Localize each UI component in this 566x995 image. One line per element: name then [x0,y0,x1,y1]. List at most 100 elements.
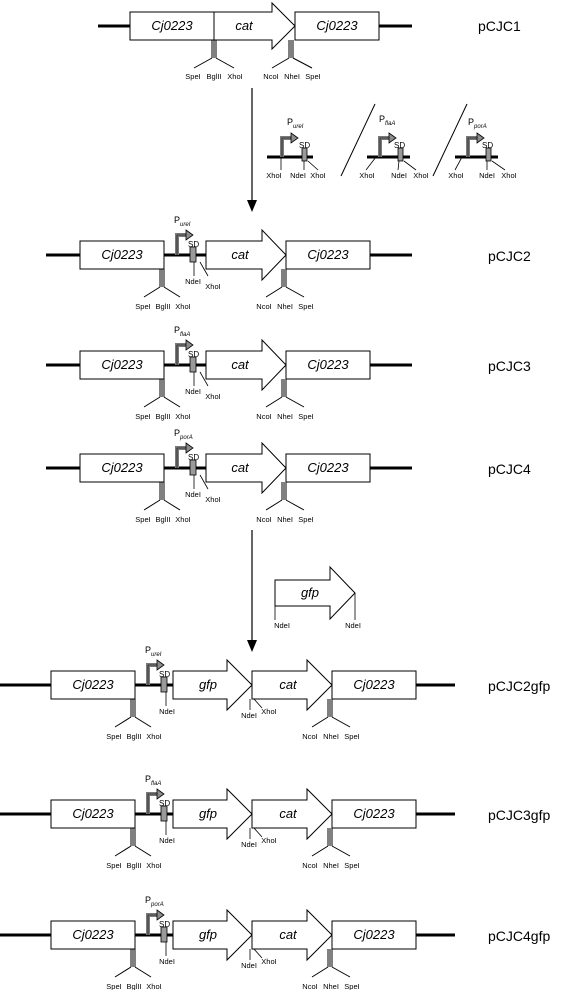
sd-label: SD [299,141,310,150]
site-label: XhoI [146,861,161,870]
promoter-insert-flaa: SD PflaA XhoI NdeI XhoI [359,114,428,180]
sd-box [301,147,308,162]
gene-label: Cj0223 [101,460,143,475]
gene-label: Cj0223 [353,806,395,821]
site-label: NheI [323,732,339,741]
site-label: NheI [277,412,293,421]
site-label: BglII [126,732,141,741]
construct-pcjc4: Cj0223 PporA SD cat Cj0223 SpeI BglII Xh… [46,428,531,524]
site-label: BglII [155,515,170,524]
process-arrowhead [247,200,257,212]
construct-pcjc2: Cj0223 PureI SD cat Cj0223 SpeI BglII Xh… [46,215,531,311]
sd-label: SD [159,920,170,929]
sd-label: SD [159,799,170,808]
promoter-insert-urei: SD PureI XhoI NdeI XhoI [266,117,325,180]
sd-label: SD [482,141,493,150]
promoter-label: PflaA [174,325,190,338]
site-label: SpeI [298,515,313,524]
gene-label: Cj0223 [353,927,395,942]
gene-label: Cj0223 [72,927,114,942]
site-label: XhoI [359,171,374,180]
gene-label: cat [279,677,298,692]
site-label: SpeI [106,982,121,990]
site-label: NdeI [274,621,290,630]
site-label: NheI [323,861,339,870]
gene-label: Cj0223 [307,247,349,262]
site-label: XhoI [227,72,242,81]
site-label: BglII [126,861,141,870]
plasmid-label: pCJC4 [488,461,531,477]
separator-slash [340,103,376,177]
site-label: NdeI [185,277,201,286]
sd-label: SD [188,453,199,462]
gene-label: Cj0223 [307,460,349,475]
gene-label: gfp [199,806,217,821]
promoter-label: PflaA [379,114,395,127]
site-label: SpeI [305,72,320,81]
site-label: SpeI [185,72,200,81]
site-label: NdeI [159,707,175,716]
site-label: BglII [206,72,221,81]
gene-label: Cj0223 [72,806,114,821]
site-label: NdeI [185,490,201,499]
sd-label: SD [188,240,199,249]
gfp-arrow [274,565,356,621]
gene-label: Cj0223 [307,357,349,372]
site-label: NdeI [241,961,257,970]
site-label: NcoI [302,982,317,990]
gene-label: cat [279,927,298,942]
gene-label: Cj0223 [101,247,143,262]
site-label: XhoI [205,392,220,401]
sd-label: SD [159,670,170,679]
promoter-label: PflaA [145,774,161,787]
gfp-insert: gfp NdeI NdeI [274,565,361,630]
construct-pcjc3gfp: Cj0223 PflaA SD gfp cat Cj0223 SpeI BglI… [0,774,550,870]
gene-label: cat [231,247,250,262]
site-label: XhoI [205,495,220,504]
gene-label: Cj0223 [353,677,395,692]
site-label: XhoI [501,171,516,180]
construct-pcjc1: Cj0223 cat Cj0223 SpeI BglII XhoI NcoI N… [98,1,521,81]
gene-label: gfp [199,927,217,942]
site-label: SpeI [298,412,313,421]
construct-pcjc2gfp: Cj0223 PureI SD gfp cat Cj0223 SpeI BglI… [0,645,550,741]
promoter-label: PporA [174,428,193,441]
site-label: XhoI [261,957,276,966]
site-label: NdeI [241,711,257,720]
plasmid-label: pCJC2 [488,248,531,264]
promoter-label: PureI [174,215,191,228]
site-label: XhoI [175,302,190,311]
promoter-label: PureI [287,117,304,130]
gene-label: cat [235,18,254,33]
site-label: SpeI [135,302,150,311]
site-label: NdeI [479,171,495,180]
site-label: XhoI [175,412,190,421]
site-label: SpeI [135,412,150,421]
site-label: BglII [155,302,170,311]
site-label: NheI [323,982,339,990]
site-label: SpeI [298,302,313,311]
site-label: NdeI [290,171,306,180]
promoter-insert-pora: SD PporA XhoI NdeI XhoI [448,117,516,180]
cat-arrow [213,1,296,51]
gene-label: Cj0223 [72,677,114,692]
cj0223-box-right [294,11,380,41]
gene-label: gfp [199,677,217,692]
site-label: XhoI [261,707,276,716]
site-label: SpeI [106,861,121,870]
site-label: NdeI [185,387,201,396]
plasmid-label: pCJC3gfp [488,807,550,823]
site-label: SpeI [106,732,121,741]
gene-label: Cj0223 [316,18,358,33]
process-arrowhead [247,640,257,652]
site-label: SpeI [344,861,359,870]
sd-label: SD [394,141,405,150]
site-label: XhoI [205,282,220,291]
site-label: XhoI [413,171,428,180]
site-label: XhoI [146,732,161,741]
site-label: SpeI [135,515,150,524]
site-label: NheI [284,72,300,81]
site-label: XhoI [266,171,281,180]
plasmid-label: pCJC2gfp [488,678,550,694]
